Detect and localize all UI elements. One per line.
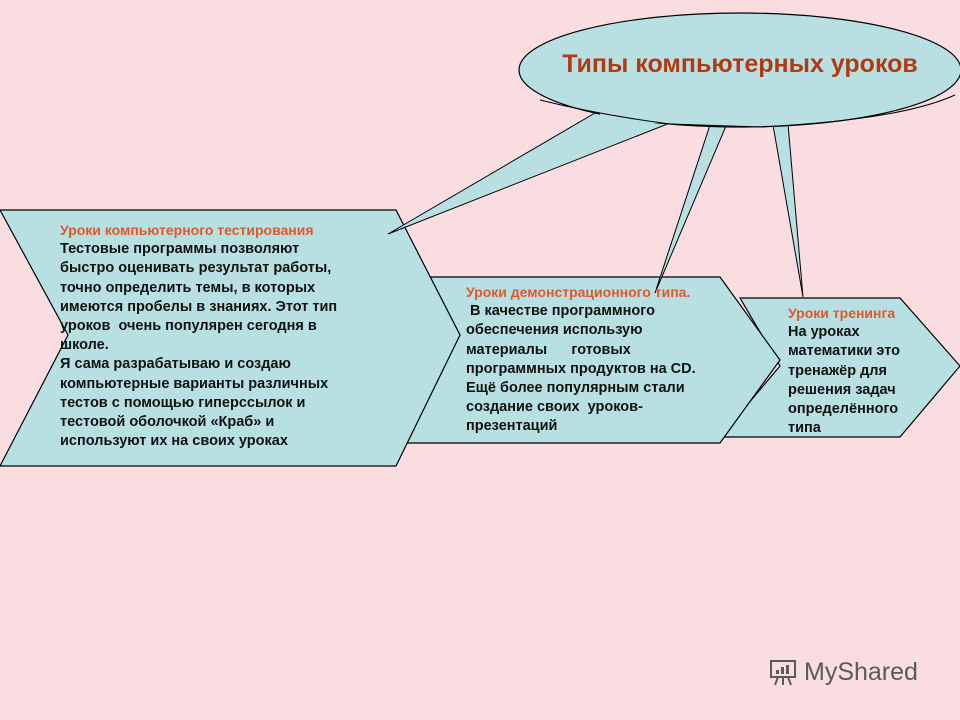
block-heading: Уроки компьютерного тестирования (60, 222, 314, 238)
block-line: имеются пробелы в знаниях. Этот тип (60, 298, 338, 315)
chevron-testing (0, 209, 461, 467)
watermark-text: MyShared (804, 657, 918, 686)
block-line: компьютерные варианты различных (60, 375, 329, 392)
block-line: На уроках (788, 324, 860, 341)
callout-pointer-left (387, 112, 672, 235)
chevron-training (718, 297, 960, 438)
block-line: тестовой оболочкой «Краб» и (60, 414, 275, 431)
block-heading: Уроки демонстрационного типа. (466, 284, 691, 300)
block-line: обеспечения использую (466, 322, 643, 339)
block-line: тренажёр для (788, 362, 887, 379)
block-line: решения задач (788, 381, 896, 398)
block-line: программных продуктов на CD. (466, 360, 696, 377)
block-line: типа (788, 420, 821, 437)
block-line: Я сама разрабатываю и создаю (60, 356, 291, 373)
block-line: тестов с помощью гиперссылок и (60, 394, 306, 411)
block-line: создание своих уроков- (466, 399, 643, 416)
page-title: Типы компьютерных уроков (562, 50, 918, 78)
callout-pointer-middle (654, 124, 727, 294)
block-line: уроков очень популярен сегодня в (60, 318, 317, 335)
block-line: В качестве программного (466, 303, 655, 320)
callout-pointer-right (772, 123, 804, 298)
block-testing: Уроки компьютерного тестирования Тестовы… (60, 221, 400, 451)
block-line: материалы готовых (466, 341, 631, 358)
block-line: школе. (60, 337, 109, 354)
block-line: математики это (788, 343, 900, 360)
block-line: точно определить темы, в которых (60, 279, 316, 296)
block-line: определённого (788, 401, 899, 418)
block-line: презентаций (466, 418, 558, 435)
block-line: Ещё более популярным стали (466, 380, 685, 397)
callout-ellipse (518, 12, 960, 128)
block-line: быстро оценивать результат работы, (60, 260, 332, 277)
block-heading: Уроки тренинга (788, 305, 896, 321)
block-line: используют их на своих уроках (60, 433, 288, 450)
block-training: Уроки тренинга На уроках математики это … (788, 304, 938, 438)
block-line: Тестовые программы позволяют (60, 241, 300, 258)
presentation-board-icon (770, 660, 796, 686)
block-demonstration: Уроки демонстрационного типа. В качестве… (466, 283, 746, 437)
watermark-logo: MyShared (768, 657, 918, 687)
